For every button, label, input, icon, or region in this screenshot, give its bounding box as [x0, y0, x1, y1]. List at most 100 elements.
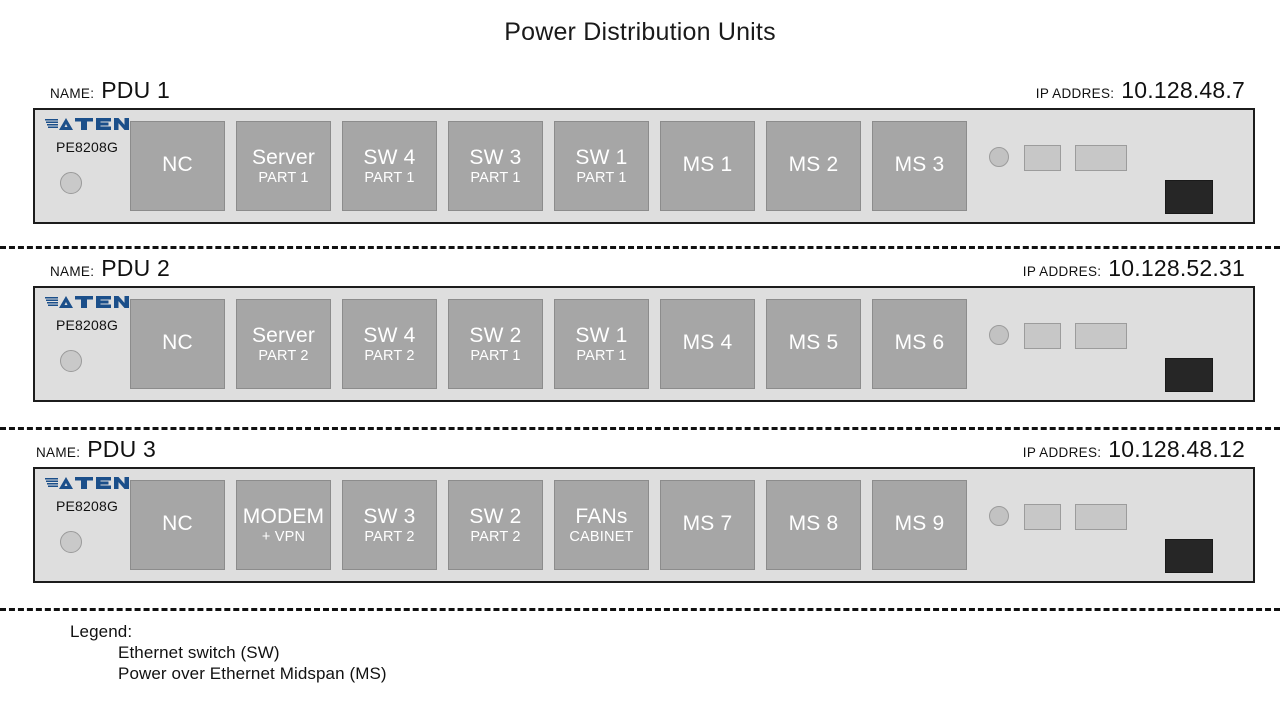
outlet-port-name: NC — [162, 152, 193, 176]
outlet-port[interactable]: SW 1 PART 1 — [554, 121, 649, 211]
legend-item: Ethernet switch (SW) — [118, 643, 280, 662]
pdu-header-3: NAME: PDU 3 IP ADDRES: 10.128.48.12 — [0, 431, 1280, 463]
ip-label: IP ADDRES: — [1035, 86, 1115, 101]
outlet-port[interactable]: MS 8 — [766, 480, 861, 570]
outlet-port[interactable]: SW 3 PART 2 — [342, 480, 437, 570]
outlet-port-name: FANs — [575, 504, 628, 528]
pdu-header-1: NAME: PDU 1 IP ADDRES: 10.128.48.7 — [0, 72, 1280, 104]
outlet-port-name: SW 1 — [575, 323, 628, 347]
pdu-name-value: PDU 1 — [101, 77, 171, 103]
section-divider — [0, 246, 1280, 249]
power-led-indicator — [60, 172, 82, 194]
pdu-name-group-2: NAME: PDU 2 — [50, 255, 170, 282]
outlet-port[interactable]: MS 7 — [660, 480, 755, 570]
brand-model-label: PE8208G — [55, 139, 119, 155]
outlet-port-name: Server — [251, 323, 316, 347]
outlet-port[interactable]: MS 2 — [766, 121, 861, 211]
power-led-indicator — [60, 350, 82, 372]
pdu-panel-3: PE8208G NC MODEM + VPN SW 3 PART 2 — [33, 467, 1255, 583]
outlet-port[interactable]: MS 4 — [660, 299, 755, 389]
section-divider — [0, 427, 1280, 430]
status-led-icon — [989, 147, 1009, 167]
pdu-block-2: NAME: PDU 2 IP ADDRES: 10.128.52.31 — [0, 250, 1280, 402]
outlet-port-sub: PART 1 — [258, 169, 309, 186]
outlet-port-name: Server — [251, 145, 316, 169]
outlet-port-name: MODEM — [242, 504, 325, 528]
outlet-ports-1: NC Server PART 1 SW 4 PART 1 SW 3 PART 1 — [130, 121, 967, 211]
pdu-ip-group-2: IP ADDRES: 10.128.52.31 — [1023, 255, 1245, 282]
outlet-port[interactable]: SW 3 PART 1 — [448, 121, 543, 211]
outlet-port-name: SW 2 — [469, 504, 522, 528]
outlet-port-sub: PART 1 — [470, 347, 521, 364]
outlet-ports-3: NC MODEM + VPN SW 3 PART 2 SW 2 PART 2 — [130, 480, 967, 570]
pdu-block-3: NAME: PDU 3 IP ADDRES: 10.128.48.12 — [0, 431, 1280, 583]
outlet-port-name: SW 2 — [469, 323, 522, 347]
status-led-icon — [989, 325, 1009, 345]
outlet-port-name: MS 5 — [788, 330, 839, 354]
page-title: Power Distribution Units — [504, 18, 776, 46]
brand-area-3: PE8208G — [44, 474, 139, 514]
aten-logo-icon — [45, 477, 129, 489]
pdu-ip-value: 10.128.52.31 — [1108, 255, 1245, 281]
outlet-port[interactable]: SW 2 PART 1 — [448, 299, 543, 389]
outlet-port-sub: PART 1 — [470, 169, 521, 186]
outlet-port-name: MS 6 — [894, 330, 945, 354]
outlet-port-name: MS 4 — [682, 330, 733, 354]
name-label: NAME: — [36, 445, 81, 460]
outlet-port-sub: PART 2 — [470, 528, 521, 545]
legend: Legend: Ethernet switch (SW) Power over … — [70, 622, 387, 684]
pdu-ip-value: 10.128.48.7 — [1121, 77, 1245, 103]
outlet-port-name: MS 2 — [788, 152, 839, 176]
outlet-port[interactable]: SW 1 PART 1 — [554, 299, 649, 389]
outlet-port[interactable]: MS 6 — [872, 299, 967, 389]
outlet-port-sub: + VPN — [261, 528, 306, 545]
display-readout-small — [1024, 323, 1061, 349]
outlet-port[interactable]: SW 2 PART 2 — [448, 480, 543, 570]
outlet-port[interactable]: MS 3 — [872, 121, 967, 211]
display-readout-large — [1075, 145, 1127, 171]
display-readout-large — [1075, 504, 1127, 530]
outlet-port[interactable]: MS 1 — [660, 121, 755, 211]
outlet-port[interactable]: NC — [130, 480, 225, 570]
outlet-port-sub: PART 1 — [576, 347, 627, 364]
outlet-port[interactable]: SW 4 PART 2 — [342, 299, 437, 389]
outlet-port-sub: PART 2 — [364, 347, 415, 364]
outlet-port-name: SW 3 — [363, 504, 416, 528]
ip-label: IP ADDRES: — [1022, 264, 1102, 279]
outlet-port-name: SW 4 — [363, 323, 416, 347]
brand-model-label: PE8208G — [55, 498, 119, 514]
outlet-port-name: SW 3 — [469, 145, 522, 169]
outlet-port-name: MS 7 — [682, 511, 733, 535]
pdu-header-2: NAME: PDU 2 IP ADDRES: 10.128.52.31 — [0, 250, 1280, 282]
outlet-port[interactable]: MS 9 — [872, 480, 967, 570]
status-led-icon — [989, 506, 1009, 526]
outlet-port[interactable]: NC — [130, 299, 225, 389]
outlet-port[interactable]: NC — [130, 121, 225, 211]
ip-label: IP ADDRES: — [1022, 445, 1102, 460]
panel-right-cluster — [983, 110, 1243, 222]
outlet-port[interactable]: MODEM + VPN — [236, 480, 331, 570]
pdu-ip-value: 10.128.48.12 — [1108, 436, 1245, 462]
pdu-name-group-1: NAME: PDU 1 — [50, 77, 170, 104]
outlet-port-sub: PART 2 — [258, 347, 309, 364]
outlet-port-name: MS 9 — [894, 511, 945, 535]
outlet-port[interactable]: Server PART 2 — [236, 299, 331, 389]
outlet-port-sub: PART 1 — [576, 169, 627, 186]
outlet-port[interactable]: Server PART 1 — [236, 121, 331, 211]
pdu-ip-group-1: IP ADDRES: 10.128.48.7 — [1036, 77, 1245, 104]
outlet-port[interactable]: FANs CABINET — [554, 480, 649, 570]
outlet-port-name: MS 1 — [682, 152, 733, 176]
outlet-port-sub: CABINET — [569, 528, 634, 545]
brand-model-label: PE8208G — [55, 317, 119, 333]
outlet-port[interactable]: SW 4 PART 1 — [342, 121, 437, 211]
outlet-port-name: SW 1 — [575, 145, 628, 169]
brand-area-2: PE8208G — [44, 293, 139, 333]
pdu-panel-2: PE8208G NC Server PART 2 SW 4 PART 2 — [33, 286, 1255, 402]
pdu-ip-group-3: IP ADDRES: 10.128.48.12 — [1023, 436, 1245, 463]
outlet-port[interactable]: MS 5 — [766, 299, 861, 389]
pdu-panel-1: PE8208G NC Server PART 1 SW 4 PART 1 — [33, 108, 1255, 224]
pdu-name-value: PDU 2 — [101, 255, 171, 281]
outlet-port-name: NC — [162, 330, 193, 354]
display-readout-small — [1024, 504, 1061, 530]
